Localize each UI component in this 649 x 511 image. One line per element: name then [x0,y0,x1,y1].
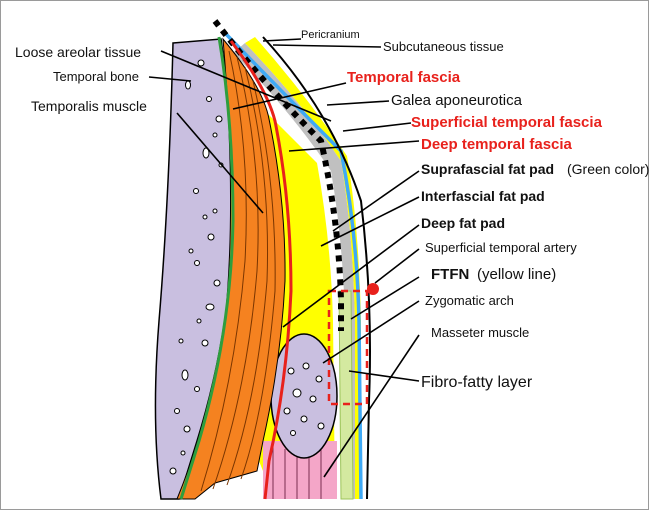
label-zygomatic-arch: Zygomatic arch [425,293,514,308]
label-interfascial-fat-pad: Interfascial fat pad [421,188,545,204]
label-galea-aponeurotica: Galea aponeurotica [391,92,523,109]
label-ftfn-note: (yellow line) [477,266,556,283]
label-deep-fat-pad: Deep fat pad [421,215,505,231]
label-loose-areolar-tissue: Loose areolar tissue [15,44,141,60]
label-temporalis-muscle: Temporalis muscle [31,98,147,114]
label-superficial-temporal-fascia: Superficial temporal fascia [411,114,603,131]
label-masseter-muscle: Masseter muscle [431,325,529,340]
label-suprafascial-fat-pad: Suprafascial fat pad [421,161,554,177]
label-superficial-temporal-artery: Superficial temporal artery [425,240,577,255]
label-temporal-bone: Temporal bone [53,69,139,84]
fibro-fatty-band [339,291,353,499]
label-temporal-fascia: Temporal fascia [347,69,461,86]
label-fibro-fatty-layer: Fibro-fatty layer [421,374,533,391]
label-subcutaneous-tissue: Subcutaneous tissue [383,39,504,54]
superficial-temporal-artery-dot [367,283,379,295]
label-suprafascial-note: (Green color) [567,161,649,177]
label-deep-temporal-fascia: Deep temporal fascia [421,136,573,153]
label-ftfn: FTFN [431,266,469,283]
label-pericranium: Pericranium [301,29,360,41]
